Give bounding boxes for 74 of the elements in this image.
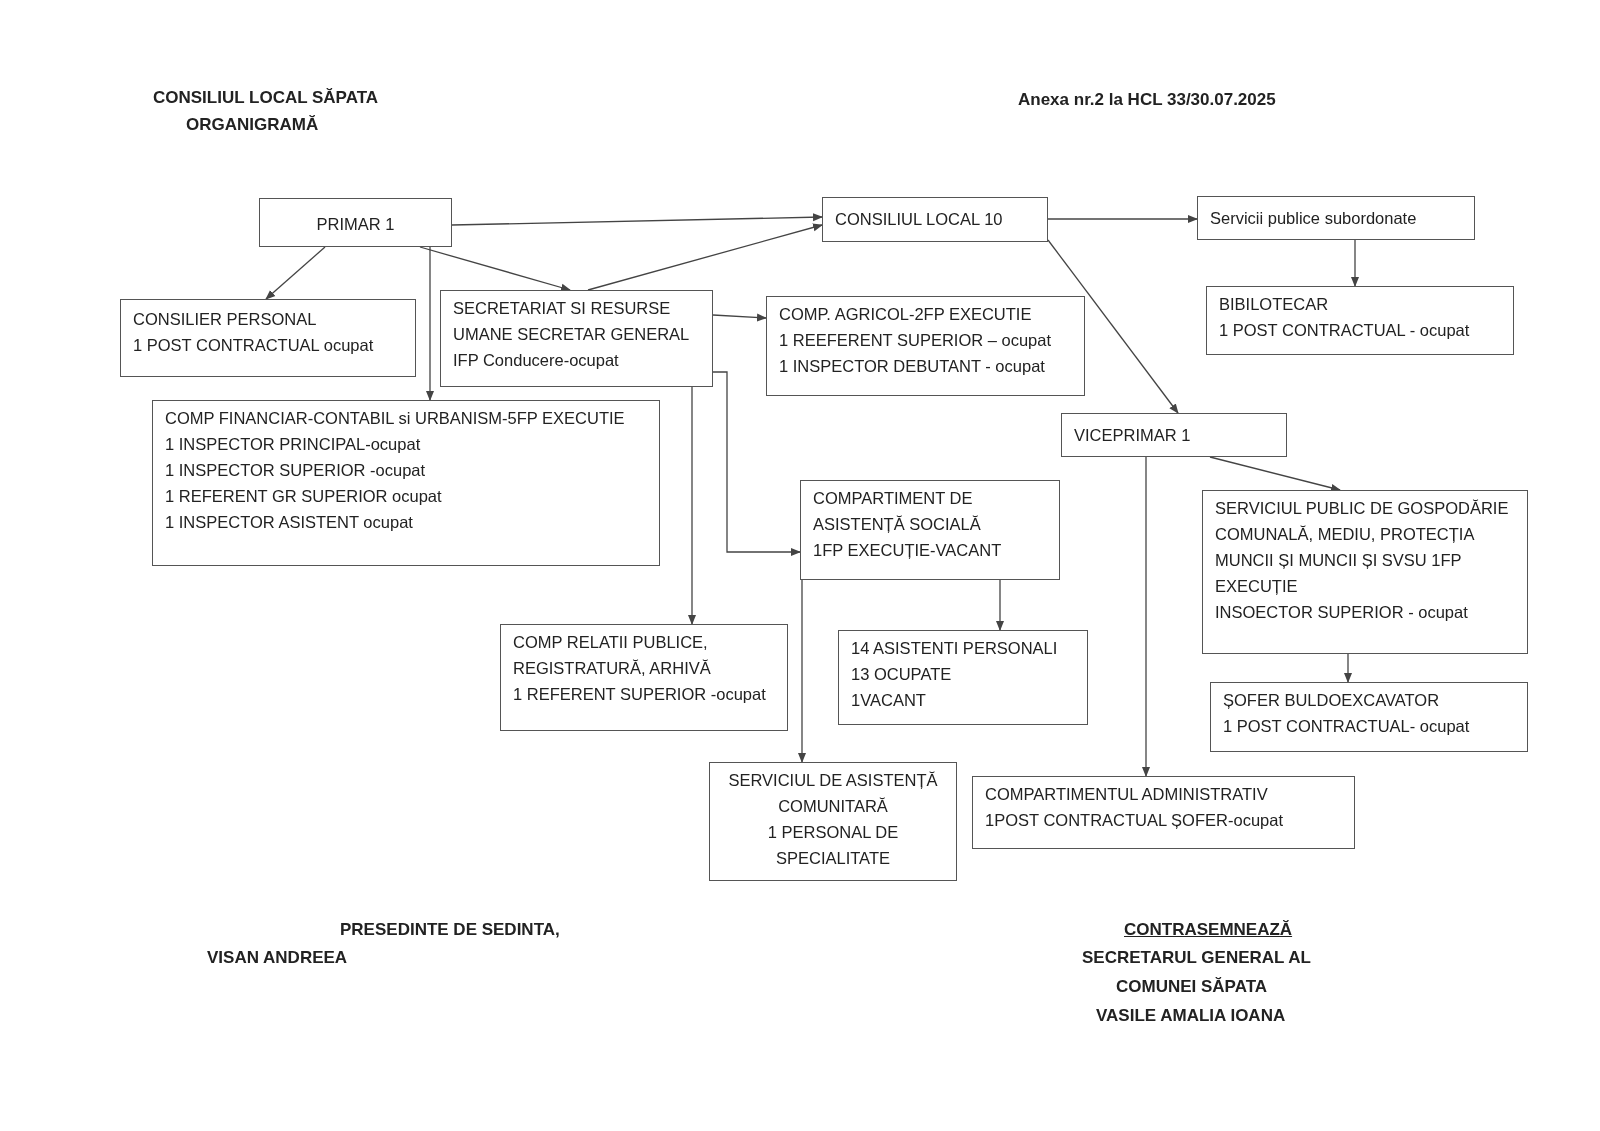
arrow xyxy=(451,213,823,226)
unit-text: IFP Conducere-ocupat xyxy=(453,350,620,371)
arrow xyxy=(688,386,696,625)
unit-text: COMP FINANCIAR-CONTABIL si URBANISM-5FP EXECUTIE xyxy=(165,408,626,429)
unit-text: BIBILOTECAR xyxy=(1219,294,1330,315)
heading-text: CONSILIUL LOCAL SĂPATA xyxy=(153,88,379,108)
unit-text: 1 INSPECTOR SUPERIOR -ocupat xyxy=(165,460,427,481)
arrow xyxy=(1142,456,1150,777)
heading-text: ORGANIGRAMĂ xyxy=(186,115,319,135)
unit-text: 1 INSPECTOR PRINCIPAL-ocupat xyxy=(165,434,422,455)
org-unit-box xyxy=(766,296,1085,396)
unit-text: 1FP EXECUȚIE-VACANT xyxy=(813,540,1003,561)
signature-role: COMUNEI SĂPATA xyxy=(1116,977,1268,997)
org-unit-box xyxy=(500,624,788,731)
unit-text: 1 REFERENT SUPERIOR -ocupat xyxy=(513,684,767,705)
org-unit-box xyxy=(838,630,1088,725)
org-unit-box xyxy=(1197,196,1475,240)
signatory-name: VISAN ANDREEA xyxy=(207,948,348,968)
unit-text: SERVICIUL DE ASISTENȚĂ COMUNITARĂ xyxy=(727,770,939,817)
unit-text: Servicii publice subordonate xyxy=(1210,208,1418,229)
unit-text: INSOECTOR SUPERIOR - ocupat xyxy=(1215,602,1469,623)
arrow xyxy=(1344,653,1352,683)
arrow xyxy=(1047,215,1198,223)
unit-text: VICEPRIMAR 1 xyxy=(1074,425,1192,446)
org-unit-box xyxy=(972,776,1355,849)
unit-text: COMPARTIMENT DE ASISTENȚĂ SOCIALĂ xyxy=(813,488,982,535)
unit-text: 14 ASISTENTI PERSONALI xyxy=(851,638,1059,659)
unit-text: 1 PERSONAL DE SPECIALITATE xyxy=(766,822,900,869)
org-unit-box xyxy=(152,400,660,566)
unit-text: 13 OCUPATE xyxy=(851,664,953,685)
signatory-name: VASILE AMALIA IOANA xyxy=(1096,1006,1286,1026)
org-unit-box xyxy=(1202,490,1528,654)
unit-text: 1 INSPECTOR ASISTENT ocupat xyxy=(165,512,414,533)
unit-text: PRIMAR 1 xyxy=(315,214,396,235)
unit-text: SECRETARIAT SI RESURSE UMANE SECRETAR GENERAL xyxy=(453,298,691,345)
unit-text: 1 REEFERENT SUPERIOR – ocupat xyxy=(779,330,1053,351)
unit-text: COMP RELATII PUBLICE, REGISTRATURĂ, ARHIVĂ xyxy=(513,632,712,679)
unit-text: SERVICIUL PUBLIC DE GOSPODĂRIE COMUNALĂ, MEDIU, PROTECȚIA MUNCII ȘI MUNCII ȘI SVSU 1FP EXECUȚIE xyxy=(1215,498,1510,597)
arrow xyxy=(798,579,806,763)
arrow xyxy=(1209,456,1341,492)
unit-text: ȘOFER BULDOEXCAVATOR xyxy=(1223,690,1441,711)
org-unit-box xyxy=(259,198,452,247)
unit-text: CONSILIUL LOCAL 10 xyxy=(835,209,1004,230)
arrow xyxy=(712,313,767,322)
signature-role: CONTRASEMNEAZĂ xyxy=(1124,920,1293,940)
arrow xyxy=(419,246,571,292)
unit-text: CONSILIER PERSONAL xyxy=(133,309,318,330)
unit-text: COMP. AGRICOL-2FP EXECUTIE xyxy=(779,304,1033,325)
unit-text: 1POST CONTRACTUAL ȘOFER-ocupat xyxy=(985,810,1284,831)
unit-text: 1 REFERENT GR SUPERIOR ocupat xyxy=(165,486,443,507)
unit-text: 1 INSPECTOR DEBUTANT - ocupat xyxy=(779,356,1046,377)
signature-role: SECRETARUL GENERAL AL xyxy=(1082,948,1311,968)
arrow xyxy=(426,246,434,401)
annex-reference: Anexa nr.2 la HCL 33/30.07.2025 xyxy=(1018,90,1276,110)
arrow xyxy=(1047,239,1179,414)
arrow xyxy=(1351,239,1359,287)
unit-text: 1VACANT xyxy=(851,690,927,711)
arrow xyxy=(587,223,823,291)
arrow xyxy=(712,371,801,556)
org-unit-box xyxy=(1210,682,1528,752)
org-unit-box xyxy=(800,480,1060,580)
org-unit-box xyxy=(822,197,1048,242)
org-unit-box xyxy=(1206,286,1514,355)
arrow xyxy=(996,579,1004,631)
unit-text: 1 POST CONTRACTUAL - ocupat xyxy=(1219,320,1471,341)
unit-text: COMPARTIMENTUL ADMINISTRATIV xyxy=(985,784,1269,805)
org-unit-box xyxy=(1061,413,1287,457)
org-unit-box xyxy=(709,762,957,881)
signature-role: PRESEDINTE DE SEDINTA, xyxy=(340,920,560,940)
unit-text: 1 POST CONTRACTUAL- ocupat xyxy=(1223,716,1471,737)
unit-text: 1 POST CONTRACTUAL ocupat xyxy=(133,335,375,356)
org-unit-box xyxy=(440,290,713,387)
arrow xyxy=(265,246,326,300)
org-unit-box xyxy=(120,299,416,377)
